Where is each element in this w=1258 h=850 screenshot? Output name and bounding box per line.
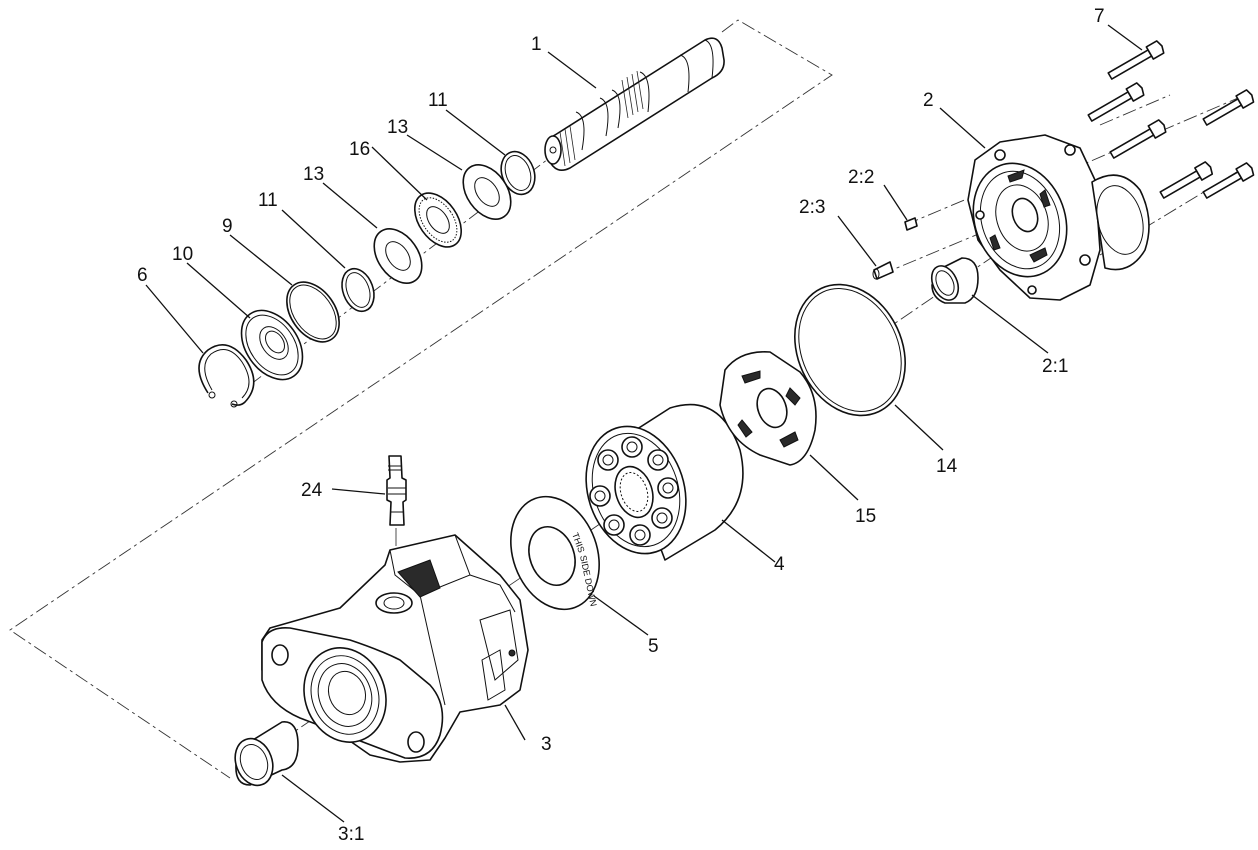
callout-2: 2 bbox=[923, 90, 934, 111]
o-ring-part-9 bbox=[286, 281, 340, 343]
thrust-bearing-part-16 bbox=[413, 192, 463, 248]
snap-ring-part-11-upper bbox=[500, 150, 536, 196]
o-ring-part-14 bbox=[794, 283, 906, 417]
callout-15: 15 bbox=[855, 506, 876, 527]
end-cap-part-2 bbox=[967, 134, 1150, 301]
snap-ring-part-11-lower bbox=[341, 267, 375, 313]
washer-part-13-upper bbox=[462, 164, 512, 220]
callout-3-1: 3:1 bbox=[338, 824, 364, 845]
retaining-ring-part-6 bbox=[198, 344, 255, 408]
pin-part-2-2 bbox=[904, 217, 918, 231]
callout-3: 3 bbox=[541, 734, 552, 755]
bolts-part-7 bbox=[1087, 40, 1255, 199]
callout-4: 4 bbox=[774, 554, 785, 575]
callout-24: 24 bbox=[301, 480, 323, 501]
callout-13-lower: 13 bbox=[303, 164, 324, 185]
callout-2-3: 2:3 bbox=[799, 197, 825, 218]
callout-6: 6 bbox=[137, 265, 148, 286]
callout-2-2: 2:2 bbox=[848, 167, 874, 188]
callout-14: 14 bbox=[936, 456, 958, 477]
rotating-group-part-4 bbox=[585, 403, 744, 561]
callout-labels: 1 2 2:1 2:2 2:3 3 3:1 4 5 6 7 9 10 11 11… bbox=[137, 6, 1105, 845]
assembly-boundary bbox=[9, 19, 833, 779]
callout-5: 5 bbox=[648, 636, 659, 657]
washer-part-13-lower bbox=[373, 228, 423, 284]
callout-1: 1 bbox=[531, 34, 542, 55]
callout-13-upper: 13 bbox=[387, 117, 408, 138]
leader-lines bbox=[145, 24, 1143, 823]
callout-11-upper: 11 bbox=[428, 90, 448, 111]
callout-9: 9 bbox=[222, 216, 233, 237]
shaft-seal-part-10 bbox=[240, 309, 304, 381]
shaft-part-1 bbox=[544, 37, 725, 171]
pin-part-2-3 bbox=[872, 261, 894, 280]
callout-11-lower: 11 bbox=[258, 190, 278, 211]
fitting-part-24 bbox=[386, 455, 407, 546]
callout-10: 10 bbox=[172, 244, 193, 265]
callout-2-1: 2:1 bbox=[1042, 356, 1068, 377]
callout-16: 16 bbox=[349, 139, 370, 160]
bushing-part-2-1 bbox=[930, 257, 979, 304]
housing-part-3 bbox=[261, 534, 529, 763]
swash-plate-part-5: THIS SIDE DOWN bbox=[510, 495, 600, 611]
bushing-part-3-1 bbox=[234, 721, 299, 787]
callout-7: 7 bbox=[1094, 6, 1105, 27]
valve-plate-part-15 bbox=[719, 351, 817, 466]
